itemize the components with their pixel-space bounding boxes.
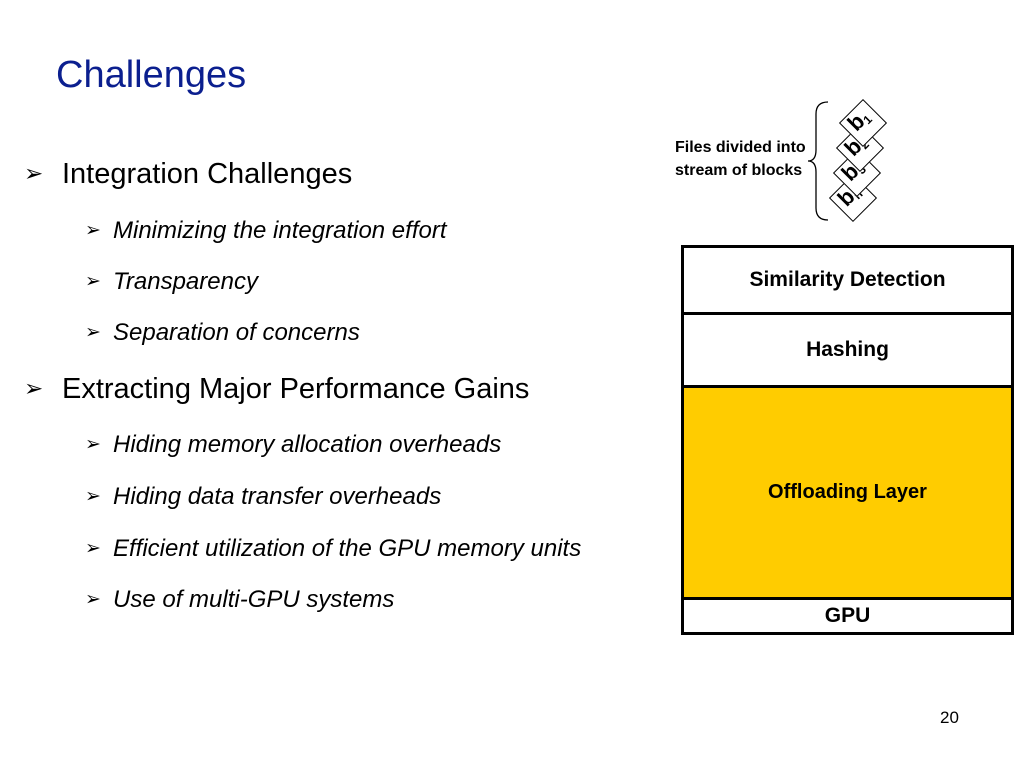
bullet-item: Transparency <box>113 268 258 295</box>
files-caption: Files divided into stream of blocks <box>675 139 806 179</box>
bullet-item: Separation of concerns <box>113 319 360 346</box>
arrow-bullet-icon: ➢ <box>24 160 44 186</box>
bullet-item: Use of multi-GPU systems <box>113 586 395 613</box>
slide-title: Challenges <box>56 54 247 96</box>
arrow-bullet-icon: ➢ <box>24 375 44 401</box>
curly-brace-icon <box>807 101 829 221</box>
bullet-heading: Extracting Major Performance Gains <box>62 373 530 405</box>
bullet-list: ➢ Integration Challenges ➢ Minimizing the … <box>24 160 581 612</box>
bullet-level2: ➢ Hiding data transfer overheads <box>85 485 441 509</box>
bullet-level2: ➢ Transparency <box>85 270 258 294</box>
bullet-level2: ➢ Separation of concerns <box>85 321 360 345</box>
bullet-level2: ➢ Hiding memory allocation overheads <box>85 433 501 457</box>
layer-label: Hashing <box>806 338 889 361</box>
bullet-item: Efficient utilization of the GPU memory … <box>113 535 582 562</box>
gpu-layer: GPU <box>684 597 1011 632</box>
page-number: 20 <box>940 708 959 727</box>
similarity-detection-layer: Similarity Detection <box>684 248 1011 312</box>
layer-label: Offloading Layer <box>768 481 927 503</box>
arrow-bullet-icon: ➢ <box>85 271 101 292</box>
bullet-level2: ➢ Use of multi-GPU systems <box>85 588 394 612</box>
arrow-bullet-icon: ➢ <box>85 220 101 241</box>
arrow-bullet-icon: ➢ <box>85 434 101 455</box>
bullet-level1: ➢ Extracting Major Performance Gains <box>24 375 529 404</box>
offloading-layer: Offloading Layer <box>684 385 1011 597</box>
layer-stack: Similarity Detection Hashing Offloading … <box>681 245 1014 635</box>
hashing-layer: Hashing <box>684 312 1011 385</box>
layer-label: Similarity Detection <box>749 268 946 291</box>
bullet-item: Minimizing the integration effort <box>113 217 447 244</box>
layer-label: GPU <box>824 604 871 627</box>
arrow-bullet-icon: ➢ <box>85 486 101 507</box>
bullet-level1: ➢ Integration Challenges <box>24 160 352 189</box>
bullet-item: Hiding memory allocation overheads <box>113 431 502 458</box>
bullet-level2: ➢ Efficient utilization of the GPU memory… <box>85 537 581 561</box>
arrow-bullet-icon: ➢ <box>85 538 101 559</box>
bullet-level2: ➢ Minimizing the integration effort <box>85 219 447 243</box>
bullet-heading: Integration Challenges <box>62 158 353 190</box>
arrow-bullet-icon: ➢ <box>85 322 101 343</box>
arrow-bullet-icon: ➢ <box>85 589 101 610</box>
bullet-item: Hiding data transfer overheads <box>113 483 442 510</box>
